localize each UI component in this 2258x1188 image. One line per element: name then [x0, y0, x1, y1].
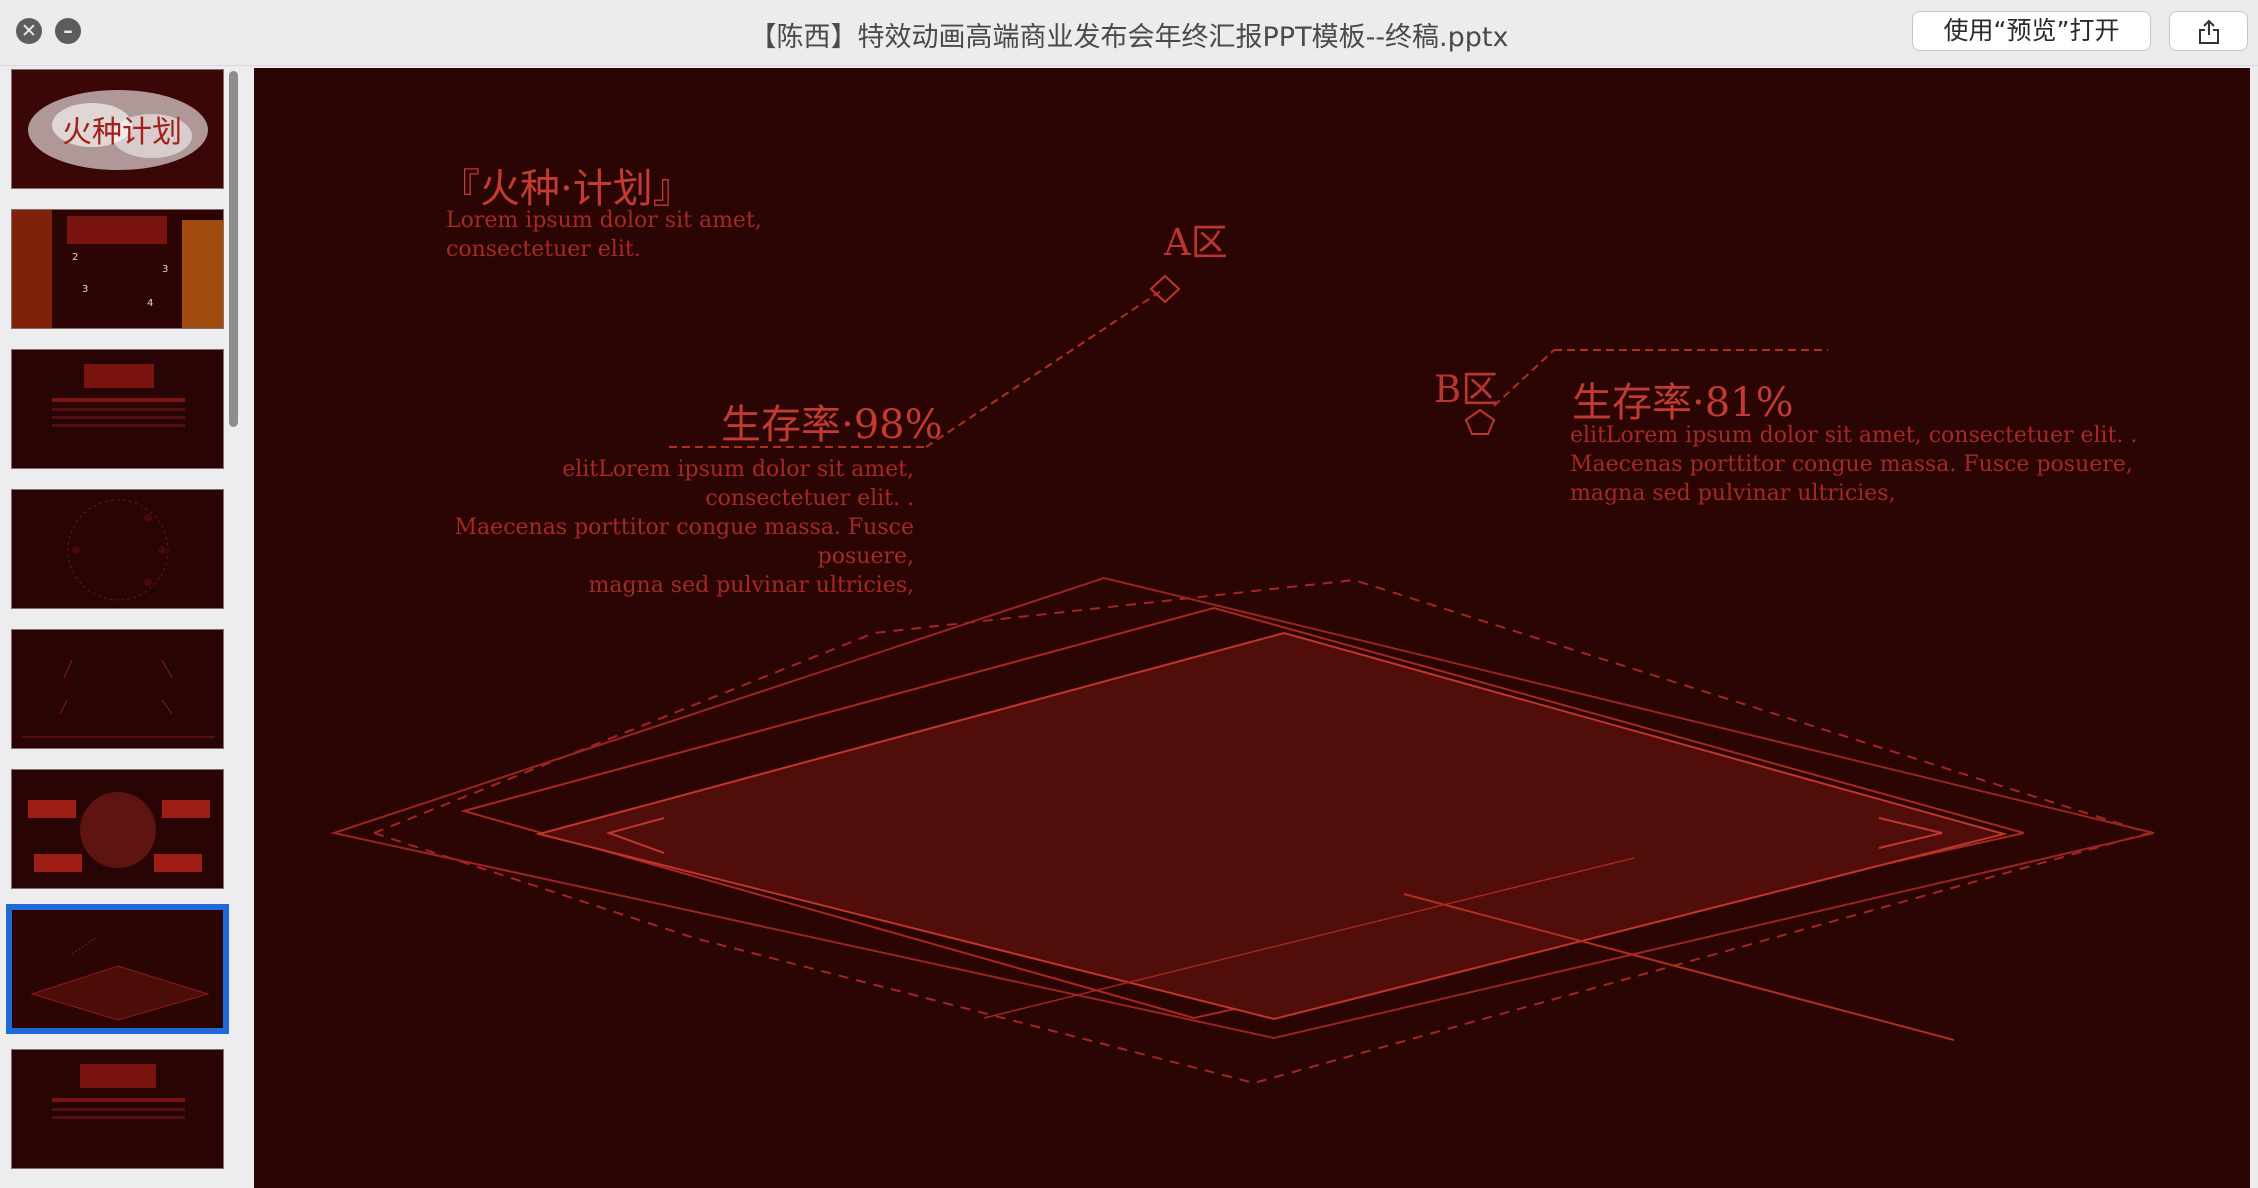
thumbnail-preview: [12, 490, 223, 608]
svg-text:火种计划: 火种计划: [62, 115, 182, 150]
svg-text:2: 2: [72, 252, 78, 263]
slide-thumbnail-sidebar[interactable]: 火种计划 2 3 3 4: [0, 67, 248, 1188]
slide-thumbnail[interactable]: [11, 489, 224, 609]
svg-text:4: 4: [147, 298, 153, 309]
slide-canvas: 『火种·计划』 Lorem ipsum dolor sit amet, cons…: [254, 68, 2250, 1188]
minimize-icon[interactable]: –: [55, 18, 81, 44]
close-icon[interactable]: ✕: [16, 18, 42, 44]
plan-subtitle: Lorem ipsum dolor sit amet, consectetuer…: [446, 208, 762, 262]
thumbnail-preview: [12, 910, 223, 1028]
svg-text:3: 3: [162, 264, 168, 275]
window-title: 【陈西】特效动画高端商业发布会年终汇报PPT模板--终稿.pptx: [749, 22, 1509, 53]
thumbnail-preview: [12, 1050, 223, 1168]
thumbnail-preview: 2 3 3 4: [12, 210, 223, 328]
thumbnail-preview: 火种计划: [12, 70, 223, 188]
survival-rate-b: 生存率·81%: [1572, 380, 1794, 426]
zone-b-label: B区: [1434, 368, 1499, 411]
sidebar-scrollbar[interactable]: [229, 71, 238, 427]
slide-thumbnail-selected[interactable]: [6, 904, 229, 1034]
share-button[interactable]: [2169, 11, 2248, 51]
share-icon: [2199, 19, 2219, 44]
zone-a-label: A区: [1164, 221, 1228, 264]
slide-thumbnail[interactable]: 2 3 3 4: [11, 209, 224, 329]
plan-title: 『火种·计划』: [440, 166, 693, 212]
slide-thumbnail[interactable]: [11, 629, 224, 749]
thumbnail-preview: [12, 630, 223, 748]
thumbnail-preview: [12, 770, 223, 888]
slide-thumbnail[interactable]: [11, 349, 224, 469]
zone-b-description: elitLorem ipsum dolor sit amet, consecte…: [1570, 423, 2138, 506]
thumbnail-preview: [12, 350, 223, 468]
slide-thumbnail[interactable]: [11, 1049, 224, 1169]
zone-a-description: elitLorem ipsum dolor sit amet, consecte…: [454, 457, 914, 598]
slide-thumbnail[interactable]: [11, 769, 224, 889]
slide-thumbnail[interactable]: 火种计划: [11, 69, 224, 189]
isometric-platform-graphic: [330, 274, 2155, 1085]
open-with-preview-button[interactable]: 使用“预览”打开: [1912, 11, 2151, 51]
title-bar: ✕ – 【陈西】特效动画高端商业发布会年终汇报PPT模板--终稿.pptx 使用…: [0, 0, 2258, 66]
svg-text:3: 3: [82, 284, 88, 295]
survival-rate-a: 生存率·98%: [721, 402, 943, 448]
